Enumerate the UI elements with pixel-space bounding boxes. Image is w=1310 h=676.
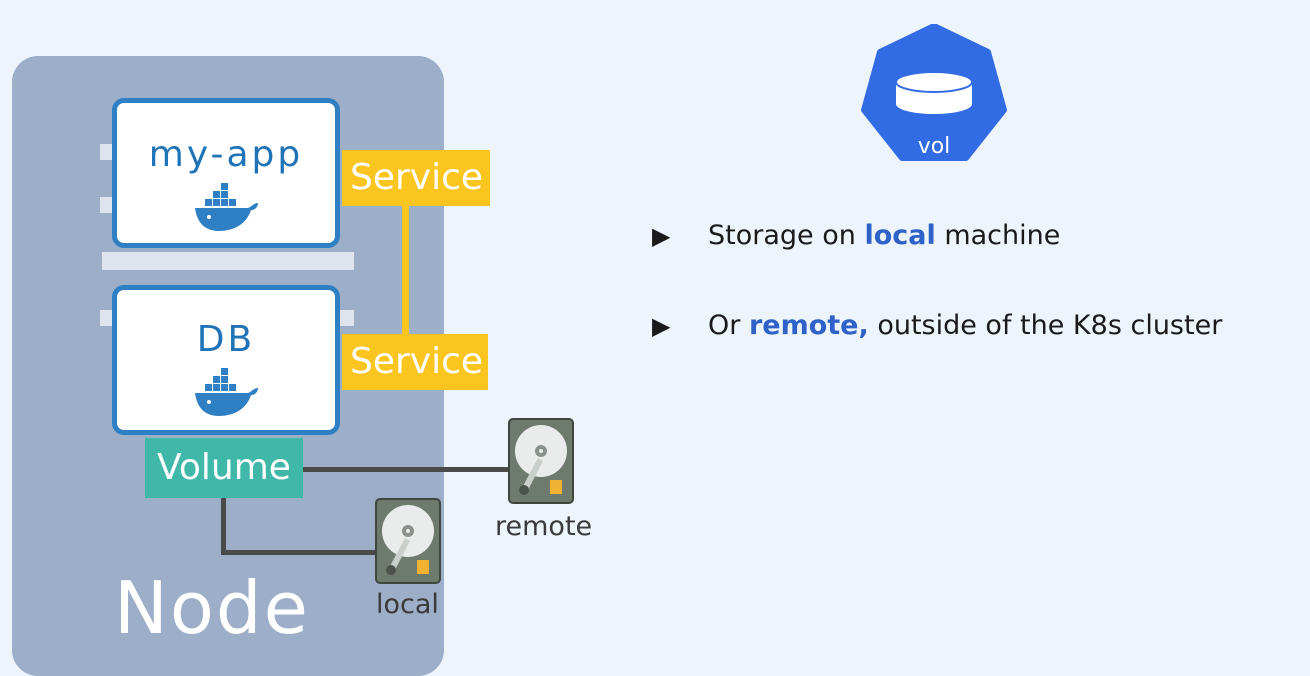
remote-storage-label: remote <box>495 511 593 542</box>
bullet-text-before: Or <box>708 310 749 341</box>
bullet-local: ▶ Storage on local machine <box>652 218 1060 254</box>
pod-title: DB <box>196 319 256 360</box>
hard-disk-local-icon <box>375 498 441 584</box>
kubernetes-volume-icon <box>861 24 1007 161</box>
docker-whale-icon <box>195 183 258 231</box>
play-arrow-icon: ▶ <box>652 222 671 250</box>
pod-connector-tab <box>100 197 114 213</box>
volume-remote-line <box>303 467 513 472</box>
k8s-volume-icon-wrap: vol <box>860 24 1008 174</box>
node-label: Node <box>114 566 310 650</box>
pod-connector-tab <box>100 310 114 326</box>
bullet-text-after: machine <box>935 220 1061 251</box>
bullet-text-after: outside of the K8s cluster <box>868 310 1223 341</box>
pod-connector-tab <box>100 144 114 160</box>
bullet-remote: ▶ Or remote, outside of the K8s cluster <box>652 308 1222 344</box>
vol-label: vol <box>917 134 951 159</box>
volume-local-line-h <box>221 550 377 555</box>
play-arrow-icon: ▶ <box>652 312 671 340</box>
service-my-app: Service <box>342 150 490 206</box>
service-connector-line <box>402 200 409 340</box>
volume-local-line-v <box>221 498 226 555</box>
pod-title: my-app <box>148 134 304 175</box>
pod-connector-tab <box>340 310 354 326</box>
volume-box: Volume <box>145 438 303 498</box>
hard-disk-remote-icon <box>508 418 574 504</box>
docker-whale-icon <box>195 368 258 416</box>
bullet-text-before: Storage on <box>708 220 865 251</box>
pod-db: DB <box>112 285 340 435</box>
bullet-highlight: local <box>864 220 936 251</box>
service-db: Service <box>342 334 488 390</box>
pod-my-app: my-app <box>112 98 340 248</box>
pod-divider-bar <box>102 252 354 270</box>
local-storage-label: local <box>376 589 439 620</box>
bullet-highlight: remote, <box>748 310 869 341</box>
